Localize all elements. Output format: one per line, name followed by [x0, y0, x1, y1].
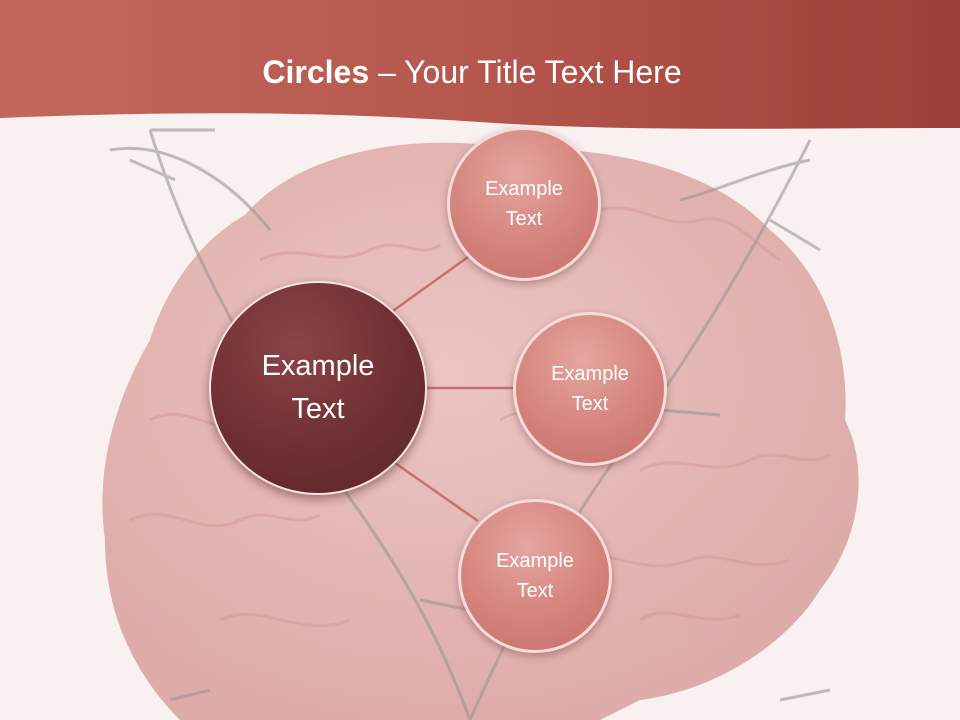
- satellite-circle-3-label: Example Text: [496, 550, 574, 602]
- center-circle-label: Example Text: [261, 349, 375, 426]
- header-band: [0, 0, 960, 129]
- satellite-circle-2: Example Text: [513, 312, 667, 466]
- satellite-circle-1: Example Text: [447, 127, 601, 281]
- center-circle: Example Text: [209, 281, 427, 495]
- slide-title: Circles – Your Title Text Here: [0, 54, 944, 91]
- connector-3: [394, 461, 479, 523]
- title-strong: Circles: [262, 54, 370, 90]
- satellite-circle-1-label: Example Text: [485, 178, 563, 230]
- title-rest: – Your Title Text Here: [369, 54, 682, 90]
- connector-1: [389, 255, 469, 315]
- satellite-circle-2-label: Example Text: [551, 363, 629, 415]
- satellite-circle-3: Example Text: [458, 499, 612, 653]
